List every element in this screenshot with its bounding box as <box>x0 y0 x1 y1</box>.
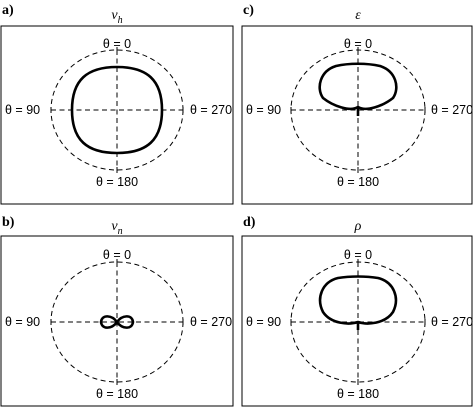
pattern-curve <box>318 275 398 330</box>
panel-letter: c) <box>243 3 254 18</box>
label-theta-90: θ = 90 <box>5 103 40 117</box>
label-theta-180: θ = 180 <box>96 387 138 401</box>
label-theta-90: θ = 90 <box>5 315 40 329</box>
panel-letter: b) <box>2 215 15 230</box>
label-theta-270: θ = 270 <box>431 103 473 117</box>
label-theta-0: θ = 0 <box>103 248 131 262</box>
label-theta-180: θ = 180 <box>337 387 379 401</box>
label-theta-90: θ = 90 <box>246 315 281 329</box>
panel-b: b) vn θ = 0 θ = 180 θ = 90 θ = 270 <box>0 215 234 407</box>
label-theta-0: θ = 0 <box>103 37 131 51</box>
label-theta-270: θ = 270 <box>190 103 232 117</box>
label-theta-0: θ = 0 <box>344 37 372 51</box>
pattern-curve <box>70 65 164 155</box>
label-theta-180: θ = 180 <box>337 175 379 189</box>
panel-c: c) ε θ = 0 θ = 180 θ = 90 θ = 270 <box>241 3 473 205</box>
label-theta-90: θ = 90 <box>246 103 281 117</box>
panel-frame <box>241 235 473 407</box>
pattern-curve <box>99 315 135 329</box>
panel-a: a) vh θ = 0 θ = 180 θ = 90 θ = 270 <box>0 3 234 205</box>
panel-title: ε <box>355 8 361 23</box>
panel-frame <box>0 235 234 407</box>
panel-letter: d) <box>243 215 256 230</box>
label-theta-180: θ = 180 <box>96 175 138 189</box>
panel-frame <box>241 25 473 205</box>
panel-d: d) ρ θ = 0 θ = 180 θ = 90 θ = 270 <box>241 215 473 407</box>
pattern-curve <box>318 62 398 116</box>
label-theta-270: θ = 270 <box>431 315 473 329</box>
panel-title: vh <box>111 8 122 26</box>
panel-title: ρ <box>354 219 362 234</box>
label-theta-0: θ = 0 <box>344 248 372 262</box>
panel-frame <box>0 25 234 205</box>
panel-letter: a) <box>2 3 14 18</box>
label-theta-270: θ = 270 <box>190 315 232 329</box>
panel-title: vn <box>111 219 122 237</box>
